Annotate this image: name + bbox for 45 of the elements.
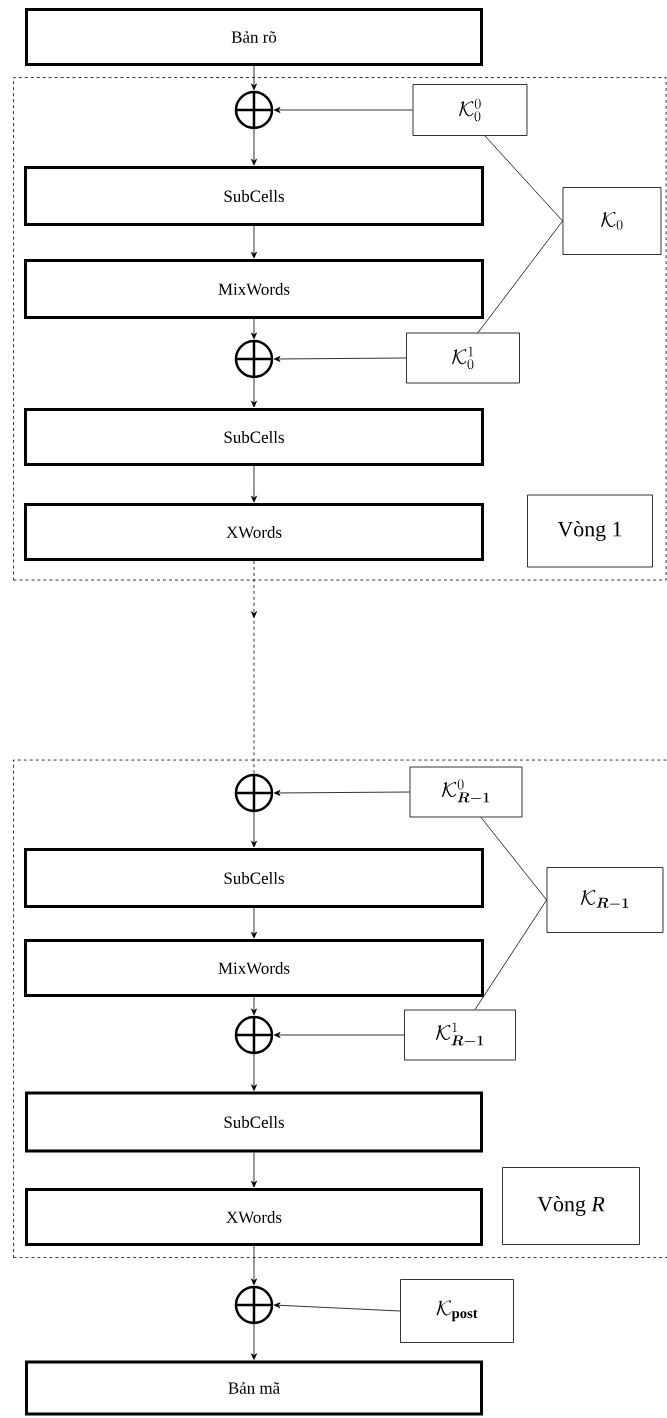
proc-box: MixWords xyxy=(24,259,484,319)
arrow xyxy=(251,907,257,939)
arrow xyxy=(251,1323,257,1360)
arrow xyxy=(251,318,257,340)
proc-box: XWords xyxy=(25,1188,483,1246)
arrow xyxy=(251,560,257,775)
proc-box: SubCells xyxy=(24,408,484,466)
xor-symbol xyxy=(234,773,274,813)
key-box: $\mathcal{K}_{\bm{R-1}}$ xyxy=(546,867,664,933)
proc-box: MixWords xyxy=(24,939,484,997)
arrow xyxy=(251,377,257,408)
proc-box: SubCells xyxy=(24,166,484,226)
key-box: $\mathcal{K}_{0}$ xyxy=(562,187,662,255)
arrow xyxy=(251,65,257,91)
key-box: $\mathcal{K}_{\mathbf{post}}$ xyxy=(400,1279,514,1343)
proc-box: XWords xyxy=(24,503,484,561)
key-box: $\mathcal{K}_{0}^{1}$ xyxy=(406,332,520,384)
xor-symbol xyxy=(234,1285,274,1325)
round-frame xyxy=(13,77,667,581)
arrow xyxy=(251,811,257,848)
arrow xyxy=(251,128,257,166)
xor-symbol xyxy=(234,1015,274,1055)
arrow xyxy=(273,1032,405,1038)
proc-box: Bản mã xyxy=(25,1360,483,1416)
round-frame xyxy=(13,759,667,1258)
proc-box: SubCells xyxy=(24,848,484,908)
round-label-box: Vòng R xyxy=(502,1167,640,1245)
arrow xyxy=(273,107,413,113)
key-box: $\mathcal{K}_{0}^{0}$ xyxy=(412,84,528,136)
arrow xyxy=(251,1053,257,1091)
arrow xyxy=(273,790,410,796)
xor-symbol xyxy=(234,90,274,130)
arrow xyxy=(273,1302,401,1312)
arrow xyxy=(251,225,257,259)
arrow xyxy=(251,1245,257,1286)
proc-box: Bản rõ xyxy=(25,8,483,66)
arrow xyxy=(251,996,257,1016)
arrow xyxy=(273,356,407,362)
round-label-box: Vòng 1 xyxy=(527,494,653,568)
proc-box: SubCells xyxy=(25,1091,483,1153)
xor-symbol xyxy=(234,339,274,379)
arrow xyxy=(251,1152,257,1188)
key-box: $\mathcal{K}_{\bm{R-1}}^{0}$ xyxy=(409,766,523,818)
key-box: $\mathcal{K}_{\bm{R-1}}^{1}$ xyxy=(404,1009,516,1061)
arrow xyxy=(251,465,257,503)
